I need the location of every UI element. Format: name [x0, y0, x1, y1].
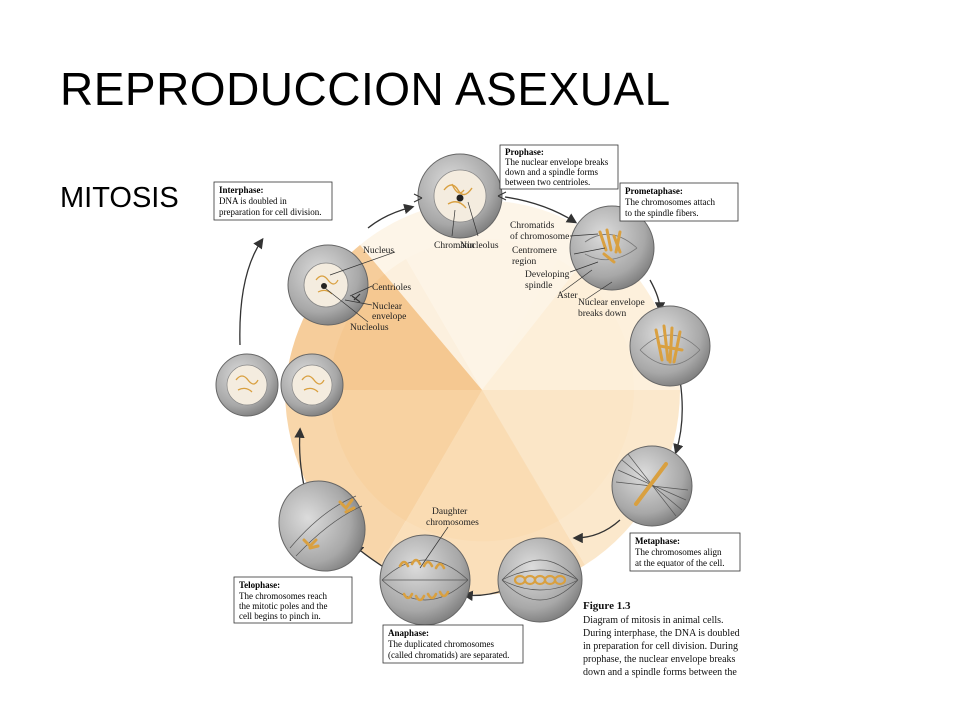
- label-nuclear-envelope-1: Nuclear: [372, 302, 403, 312]
- label-chromatids-2: of chromosome: [510, 231, 569, 242]
- caption-line-5: down and a spindle forms between the: [583, 667, 737, 678]
- label-nuclear-envelope-breaks-1: Nuclear envelope: [578, 298, 645, 308]
- prophase-title: Prophase:: [505, 147, 544, 157]
- interphase-title: Interphase:: [219, 185, 264, 195]
- cell-interphase: [287, 244, 369, 326]
- interphase-line-1: DNA is doubled in: [219, 196, 287, 206]
- caption-line-2: During interphase, the DNA is doubled: [583, 628, 740, 639]
- prometaphase-title: Prometaphase:: [625, 186, 683, 196]
- figure-caption: Figure 1.3 Diagram of mitosis in animal …: [583, 600, 740, 678]
- leader-lines: [324, 201, 613, 569]
- cell-prometaphase: [569, 205, 655, 291]
- telophase-line-1: The chromosomes reach: [239, 591, 327, 601]
- anaphase-title: Anaphase:: [388, 628, 429, 638]
- label-chromatin: Chromatin: [434, 241, 475, 251]
- box-prophase: Prophase: The nuclear envelope breaks do…: [499, 144, 619, 190]
- caption-figure-number: Figure 1.3: [583, 600, 631, 612]
- anaphase-line-2: (called chromatids) are separated.: [388, 650, 509, 660]
- box-interphase: Interphase: DNA is doubled in preparatio…: [213, 181, 333, 221]
- anaphase-line-1: The duplicated chromosomes: [388, 639, 494, 649]
- cell-telophase: [278, 480, 366, 572]
- label-centromere-1: Centromere: [512, 246, 557, 256]
- box-telophase: Telophase: The chromosomes reach the mit…: [233, 576, 353, 624]
- interphase-line-2: preparation for cell division.: [219, 207, 321, 217]
- label-nucleus: Nucleus: [363, 246, 394, 256]
- box-metaphase: Metaphase: The chromosomes align at the …: [629, 532, 741, 572]
- metaphase-title: Metaphase:: [635, 536, 680, 546]
- cell-prophase: [413, 153, 507, 239]
- slide-title: REPRODUCCION ASEXUAL: [60, 63, 671, 115]
- label-developing-spindle-2: spindle: [525, 281, 552, 291]
- telophase-line-3: cell begins to pinch in.: [239, 611, 321, 621]
- slide-subtitle: MITOSIS: [60, 182, 179, 214]
- label-centrioles: Centrioles: [372, 283, 411, 293]
- caption-line-4: prophase, the nuclear envelope breaks: [583, 654, 736, 665]
- diagram-labels: Chromatin Nucleolus Chromatids of chromo…: [350, 221, 645, 528]
- caption-line-1: Diagram of mitosis in animal cells.: [583, 615, 724, 626]
- caption-line-3: in preparation for cell division. During: [583, 641, 738, 652]
- label-nuclear-envelope-2: envelope: [372, 312, 406, 322]
- box-anaphase: Anaphase: The duplicated chromosomes (ca…: [382, 624, 524, 664]
- label-chromatids-1: Chromatids: [510, 221, 555, 231]
- label-centromere-2: region: [512, 257, 537, 267]
- metaphase-line-1: The chromosomes align: [635, 547, 722, 557]
- cell-daughter-right: [280, 353, 344, 417]
- telophase-line-2: the mitotic poles and the: [239, 601, 327, 611]
- label-aster: Aster: [557, 291, 578, 301]
- prophase-line-2: down and a spindle forms: [505, 167, 598, 177]
- metaphase-line-2: at the equator of the cell.: [635, 558, 724, 568]
- cell-daughter-left: [215, 353, 279, 417]
- cell-late-metaphase: [497, 537, 583, 623]
- prometaphase-line-2: to the spindle fibers.: [625, 208, 699, 218]
- label-nucleolus: Nucleolus: [350, 323, 389, 333]
- arrow-cytokinesis-to-interphase: [239, 237, 264, 346]
- arrow-interphase-to-prophase: [367, 203, 415, 229]
- arrow-metaphase-to-anaphase-late: [572, 519, 621, 544]
- label-nuclear-envelope-breaks-2: breaks down: [578, 309, 627, 319]
- label-nucleolus-top: Nucleolus: [460, 241, 499, 251]
- prophase-line-3: between two centrioles.: [505, 177, 590, 187]
- cell-metaphase: [611, 445, 693, 527]
- prometaphase-line-1: The chromosomes attach: [625, 197, 715, 207]
- label-daughter-chromosomes-1: Daughter: [432, 507, 468, 517]
- box-prometaphase: Prometaphase: The chromosomes attach to …: [619, 182, 739, 222]
- cell-early-metaphase: [629, 305, 711, 387]
- cell-anaphase: [379, 534, 471, 626]
- label-daughter-chromosomes-2: chromosomes: [426, 518, 479, 528]
- label-developing-spindle-1: Developing: [525, 270, 570, 280]
- prophase-line-1: The nuclear envelope breaks: [505, 157, 609, 167]
- arrow-prophase-to-prometaphase: [504, 196, 578, 224]
- arrow-metaphase1-to-metaphase: [673, 379, 684, 455]
- telophase-title: Telophase:: [239, 580, 280, 590]
